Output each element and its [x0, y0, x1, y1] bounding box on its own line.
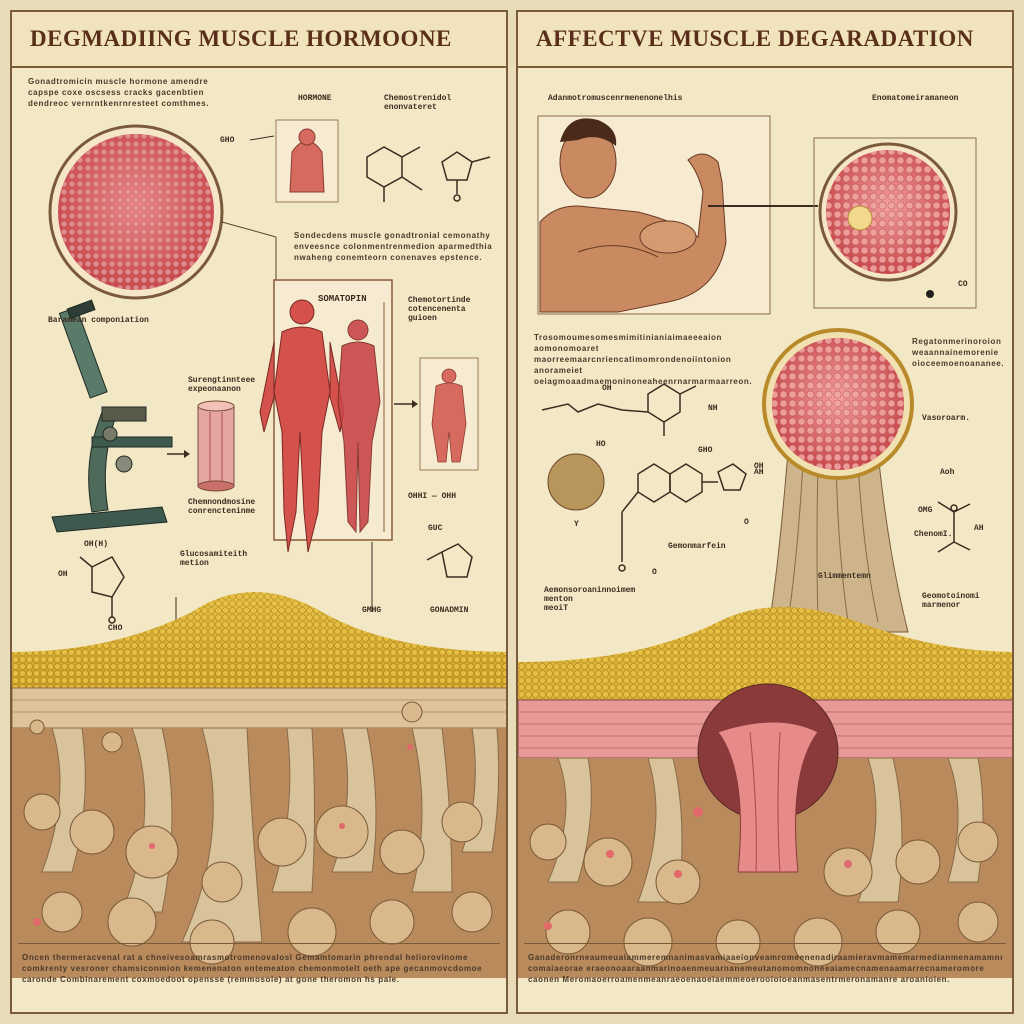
chem-structure-top-1 [366, 146, 423, 202]
left-footer: Oncen thermeracvenal rat a chneivesoamra… [18, 943, 500, 1004]
muscle-tissue-cylinder [197, 400, 235, 492]
red-spots [33, 744, 413, 926]
label-somatopin: SOMATOPIN [318, 294, 367, 304]
left-illustration [12, 119, 506, 978]
chem-structure-right-3 [937, 501, 971, 553]
label-contain: GONADMIN [430, 606, 469, 615]
label-hormone: HORMONE [298, 94, 332, 103]
right-title: AFFECTVE MUSCLE DEGARADATION [536, 26, 974, 51]
muscle-anatomy-box [259, 279, 393, 553]
label-center-chem: GMHG [362, 606, 382, 615]
label-cylinder: Surengtinnteee expeonaanon [188, 376, 256, 394]
right-intro-text: Trosomoumesomesmimitinianiaimaeeeaion ao… [534, 333, 753, 386]
label-top-left: Adanmotromuscenrmenenonelhis [548, 94, 683, 103]
label-aoh: Aoh [940, 468, 955, 477]
label-chem-mid: Glucosamiteith metion [180, 550, 248, 568]
flexing-man-illustration [537, 115, 771, 315]
label-ah: AH [754, 468, 764, 477]
label-chem2: CO [958, 280, 968, 289]
torso-figure-small [275, 119, 339, 203]
label-top-right: Enomatomeiramaneon [872, 94, 959, 103]
chem-structure-right-1 [541, 383, 697, 436]
label-bone-marrow: Baramean componiation [48, 316, 149, 325]
label-oh-top: OH [602, 384, 612, 393]
label-chem-right: Gemonmarfein [668, 542, 726, 551]
left-title: DEGMADIING MUSCLE HORMOONE [30, 26, 452, 51]
label-vasc: Vasoroarm. [922, 414, 971, 423]
chem-structure-top-2 [441, 151, 491, 202]
left-panel: DEGMADIING MUSCLE HORMOONE Gonadtromicin… [10, 10, 508, 1014]
magnified-cell-top [813, 137, 977, 309]
degrading-muscle-sphere [762, 328, 914, 633]
chem-ring-left [79, 556, 125, 624]
label-chem-right: Chemotortinde cotencenenta guioen [408, 296, 471, 323]
microscope-illustration [51, 299, 173, 533]
right-side-text: Regatonmerinoroion weaannainemorenie oio… [912, 337, 1005, 368]
round-cell [547, 453, 605, 511]
red-spots-right [544, 807, 852, 930]
muscle-fascia-band [12, 687, 506, 729]
label-nh: NH [708, 404, 718, 413]
label-gho-right: GHO [698, 446, 713, 455]
label-oh1: OH [754, 462, 764, 471]
label-chem-top: Chemostrenidol enonvateret [384, 94, 452, 112]
label-cho: CHO [108, 624, 123, 633]
right-title-bar: AFFECTVE MUSCLE DEGARADATION [518, 12, 1012, 68]
right-footer: Ganaderonrneaumeuaiammeremnanimasvamiaae… [524, 943, 1006, 1004]
label-gho: GHO [220, 136, 235, 145]
left-title-bar: DEGMADIING MUSCLE HORMOONE [12, 12, 506, 68]
label-ome2: ChenomI. [914, 530, 953, 539]
left-footer-text: Oncen thermeracvenal rat a chneivesoamra… [22, 953, 483, 984]
right-footer-text: Ganaderonrneaumeuaiammeremnanimasvamiaae… [528, 953, 1002, 984]
left-intro-text: Gonadtromicin muscle hormone amendre cap… [28, 77, 210, 108]
label-ome: OMG [918, 506, 933, 515]
label-ho: HO [596, 440, 606, 449]
label-ring: OH(H) [84, 540, 109, 549]
label-right-right-panel: Geomotoinomi marmenor [922, 592, 980, 610]
muscle-cell-circle [48, 124, 224, 300]
right-illustration [518, 115, 1012, 978]
chem-ring-right [426, 543, 473, 578]
label-guc: GUC [428, 524, 443, 533]
label-m1: O [652, 568, 657, 577]
label-below-cylinder: Chemnondmosine conrencteninme [188, 498, 256, 516]
chem-structure-right-2 [618, 463, 747, 572]
adipose-cells [23, 701, 493, 965]
label-omn: OHHI — OHH [408, 492, 457, 501]
left-mid-text: Sondecdens muscle gonadtronial cemonathy… [294, 231, 493, 262]
label-ah2: AH [974, 524, 984, 533]
label-uvr: Glimmentemn [818, 572, 871, 581]
fat-layer-right [518, 607, 1012, 702]
right-panel: AFFECTVE MUSCLE DEGARADATION [516, 10, 1014, 1014]
label-m2: O [744, 518, 749, 527]
muscle-figure-right [419, 357, 479, 471]
label-left-right-panel: Aemonsoroaninnoimem menton meoiT [544, 586, 636, 613]
label-y: Y [574, 520, 579, 529]
label-oh: OH [58, 570, 68, 579]
fat-layer [12, 592, 506, 692]
